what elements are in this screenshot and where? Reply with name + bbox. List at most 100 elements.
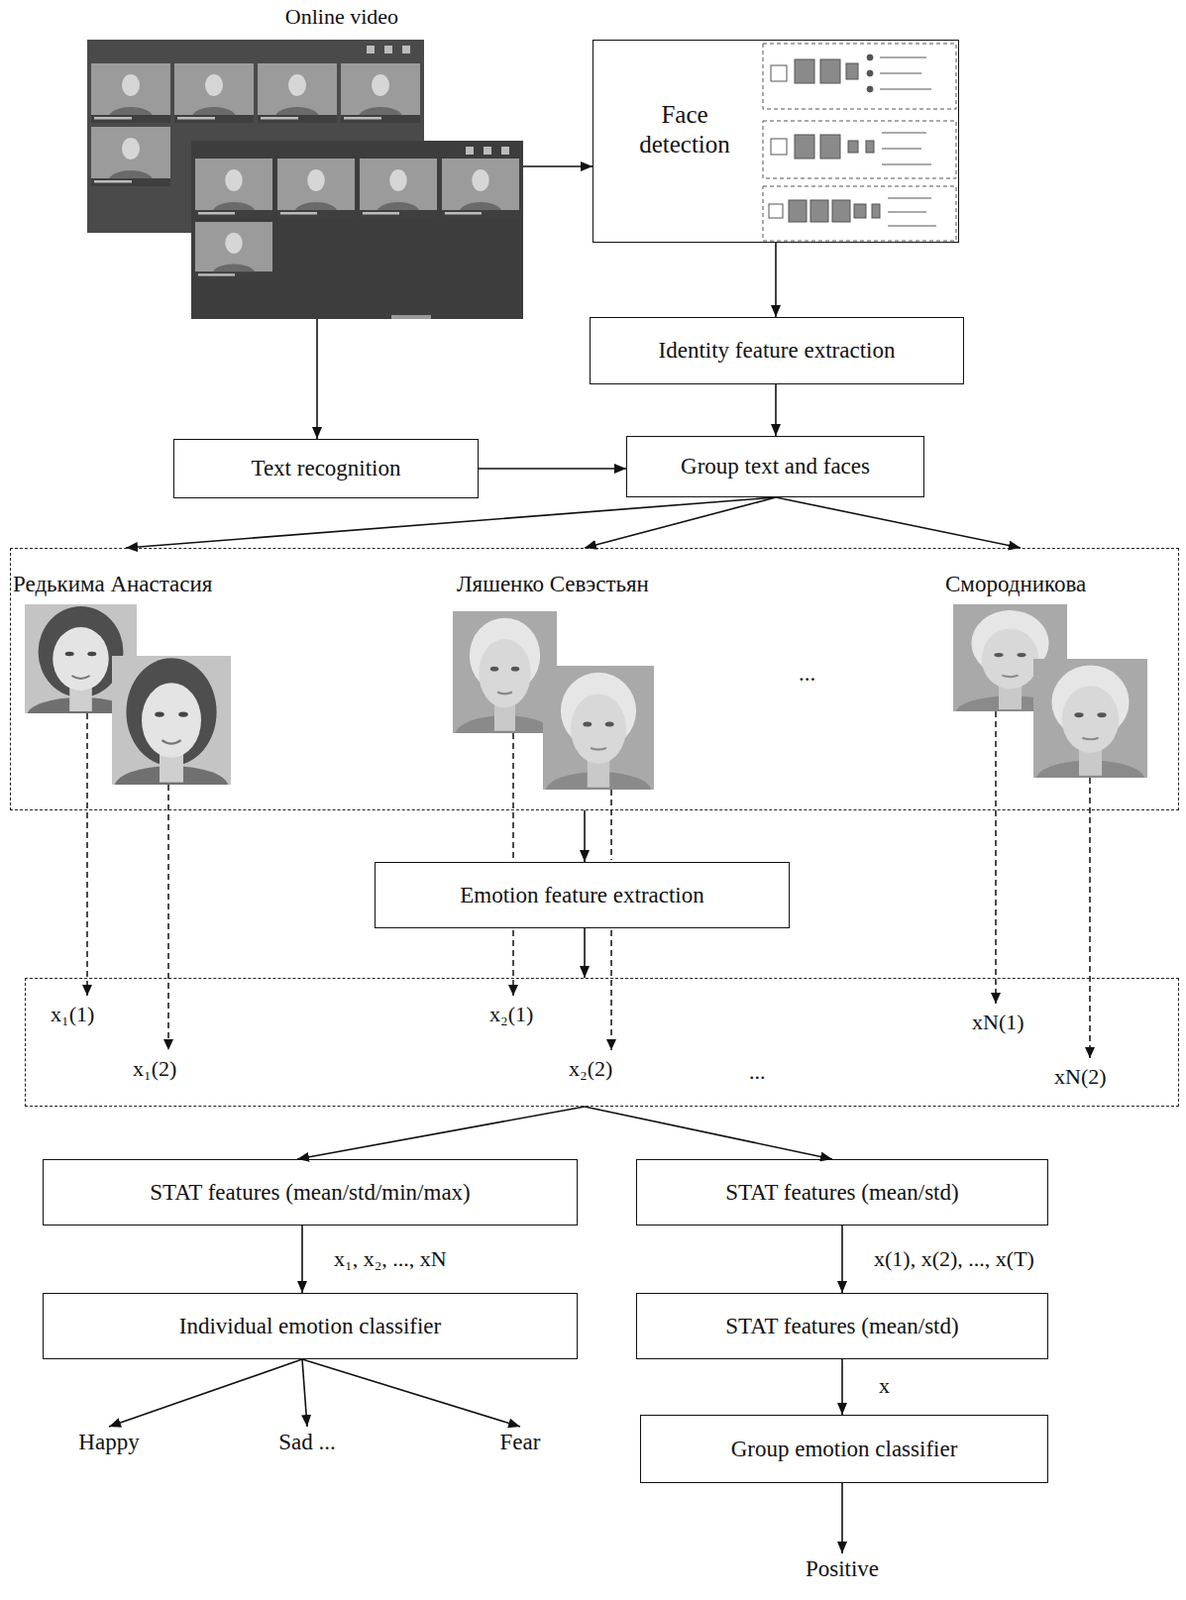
arrow-connector [841,1483,844,1554]
arrow-connector [774,384,777,436]
process-box: Group text and faces [626,435,925,498]
process-box: Individual emotion classifier [42,1293,578,1360]
leader-line [512,733,515,861]
network-panel [887,225,937,227]
leader-line [512,930,515,996]
arrow-connector [583,810,586,863]
box-label: x₂(1) [489,1001,534,1028]
box-label: Text recognition [250,454,401,483]
arrow-connector [841,1359,844,1415]
process-box: Group emotion classifier [640,1414,1049,1484]
box-label: x₁(2) [132,1056,177,1082]
network-panel [866,86,873,93]
process-box: Face detection [592,39,960,243]
network-panel [846,63,859,80]
screenshot [465,146,474,155]
face-photo [542,665,654,813]
network-panel [768,204,783,218]
leader-line [86,713,89,996]
edge-label: x₁, x₂, ..., xN [331,1246,449,1273]
box-label: STAT features (mean/std/min/max) [149,1179,471,1207]
edge-label: x [876,1373,892,1400]
box-label: xN(2) [1054,1064,1107,1090]
screenshot [391,315,432,320]
screenshot [483,146,492,155]
box-label: x₁(1) [50,1001,95,1028]
box-label: Identity feature extraction [658,336,896,365]
network-panel [762,120,957,179]
screenshot [366,45,375,54]
box-label: Online video [285,3,399,30]
screenshot [195,221,273,284]
face-photo [24,604,1148,813]
box-label: Редькима Анастасия [12,570,213,599]
network-panel [871,204,880,218]
screenshot [340,63,421,127]
box-label: Sad ... [278,1429,336,1455]
face-photo [111,655,231,809]
box-label: STAT features (mean/std) [725,1179,959,1207]
arrow-connector [774,242,777,318]
process-box: Identity feature extraction [589,317,965,385]
leader-line [994,711,997,1004]
process-box: STAT features (mean/std) [636,1159,1049,1226]
arrow-connector [316,319,319,439]
leader-line [610,789,613,861]
network-panel [794,59,815,84]
network-panel [879,73,922,75]
arrow-connector [478,467,627,470]
box-label: Individual emotion classifier [179,1312,441,1341]
box-label: xN(1) [971,1009,1025,1036]
screenshot [441,158,520,222]
leader-line [1088,777,1091,1059]
network-panel [770,65,787,82]
network-panel [881,164,932,166]
arrow-connector [841,1225,844,1294]
screenshot [195,158,273,222]
network-panel [762,43,957,241]
arrow-connector [775,497,1021,548]
box-label: Fear [500,1429,541,1455]
process-box: Emotion feature extraction [374,862,790,929]
output-label: Fear [496,1426,545,1459]
arrow-connector [108,1359,303,1427]
network-panel [820,59,841,84]
network-panel [854,204,866,218]
person-group-band: Редькима АнастасияЛяшенко Севэстьян...См… [9,547,1180,811]
network-panel [866,70,873,77]
feature-band: x₁(1)x₁(2)x₂(1)x₂(2)...xN(1)xN(2) [24,977,1180,1107]
output-label: Happy [74,1426,143,1459]
process-box: Text recognition [173,438,479,499]
arrow-connector [301,1225,304,1294]
network-panel [762,186,957,241]
box-label: Emotion feature extraction [459,881,705,910]
screenshot [277,158,355,222]
process-box: STAT features (mean/std/min/max) [42,1159,578,1226]
box-label: Positive [805,1556,879,1582]
screenshot [174,63,254,127]
network-panel [832,200,851,222]
screenshot [359,158,437,222]
face-photo [452,611,557,755]
output-label: Sad ... [274,1426,340,1459]
box-label: Face detection [625,100,745,160]
arrow-connector [297,1106,585,1160]
network-panel [866,54,873,61]
network-panel [887,198,932,200]
arrow-connector [583,928,586,978]
screenshot [191,140,524,320]
arrow-connector [523,165,593,168]
box-label: Ляшенко Севэстьян [456,570,649,599]
video-panel: Online video [87,3,524,320]
network-panel [865,140,874,153]
process-box: STAT features (mean/std) [636,1293,1049,1360]
box-label: Group emotion classifier [731,1435,959,1464]
network-panel [788,200,807,222]
box-label: Смородникова [945,570,1086,599]
screenshot [91,126,171,191]
box-label: x₂(2) [568,1056,613,1082]
arrow-connector [125,497,776,548]
arrow-connector [584,497,776,548]
leader-line [610,930,613,1051]
